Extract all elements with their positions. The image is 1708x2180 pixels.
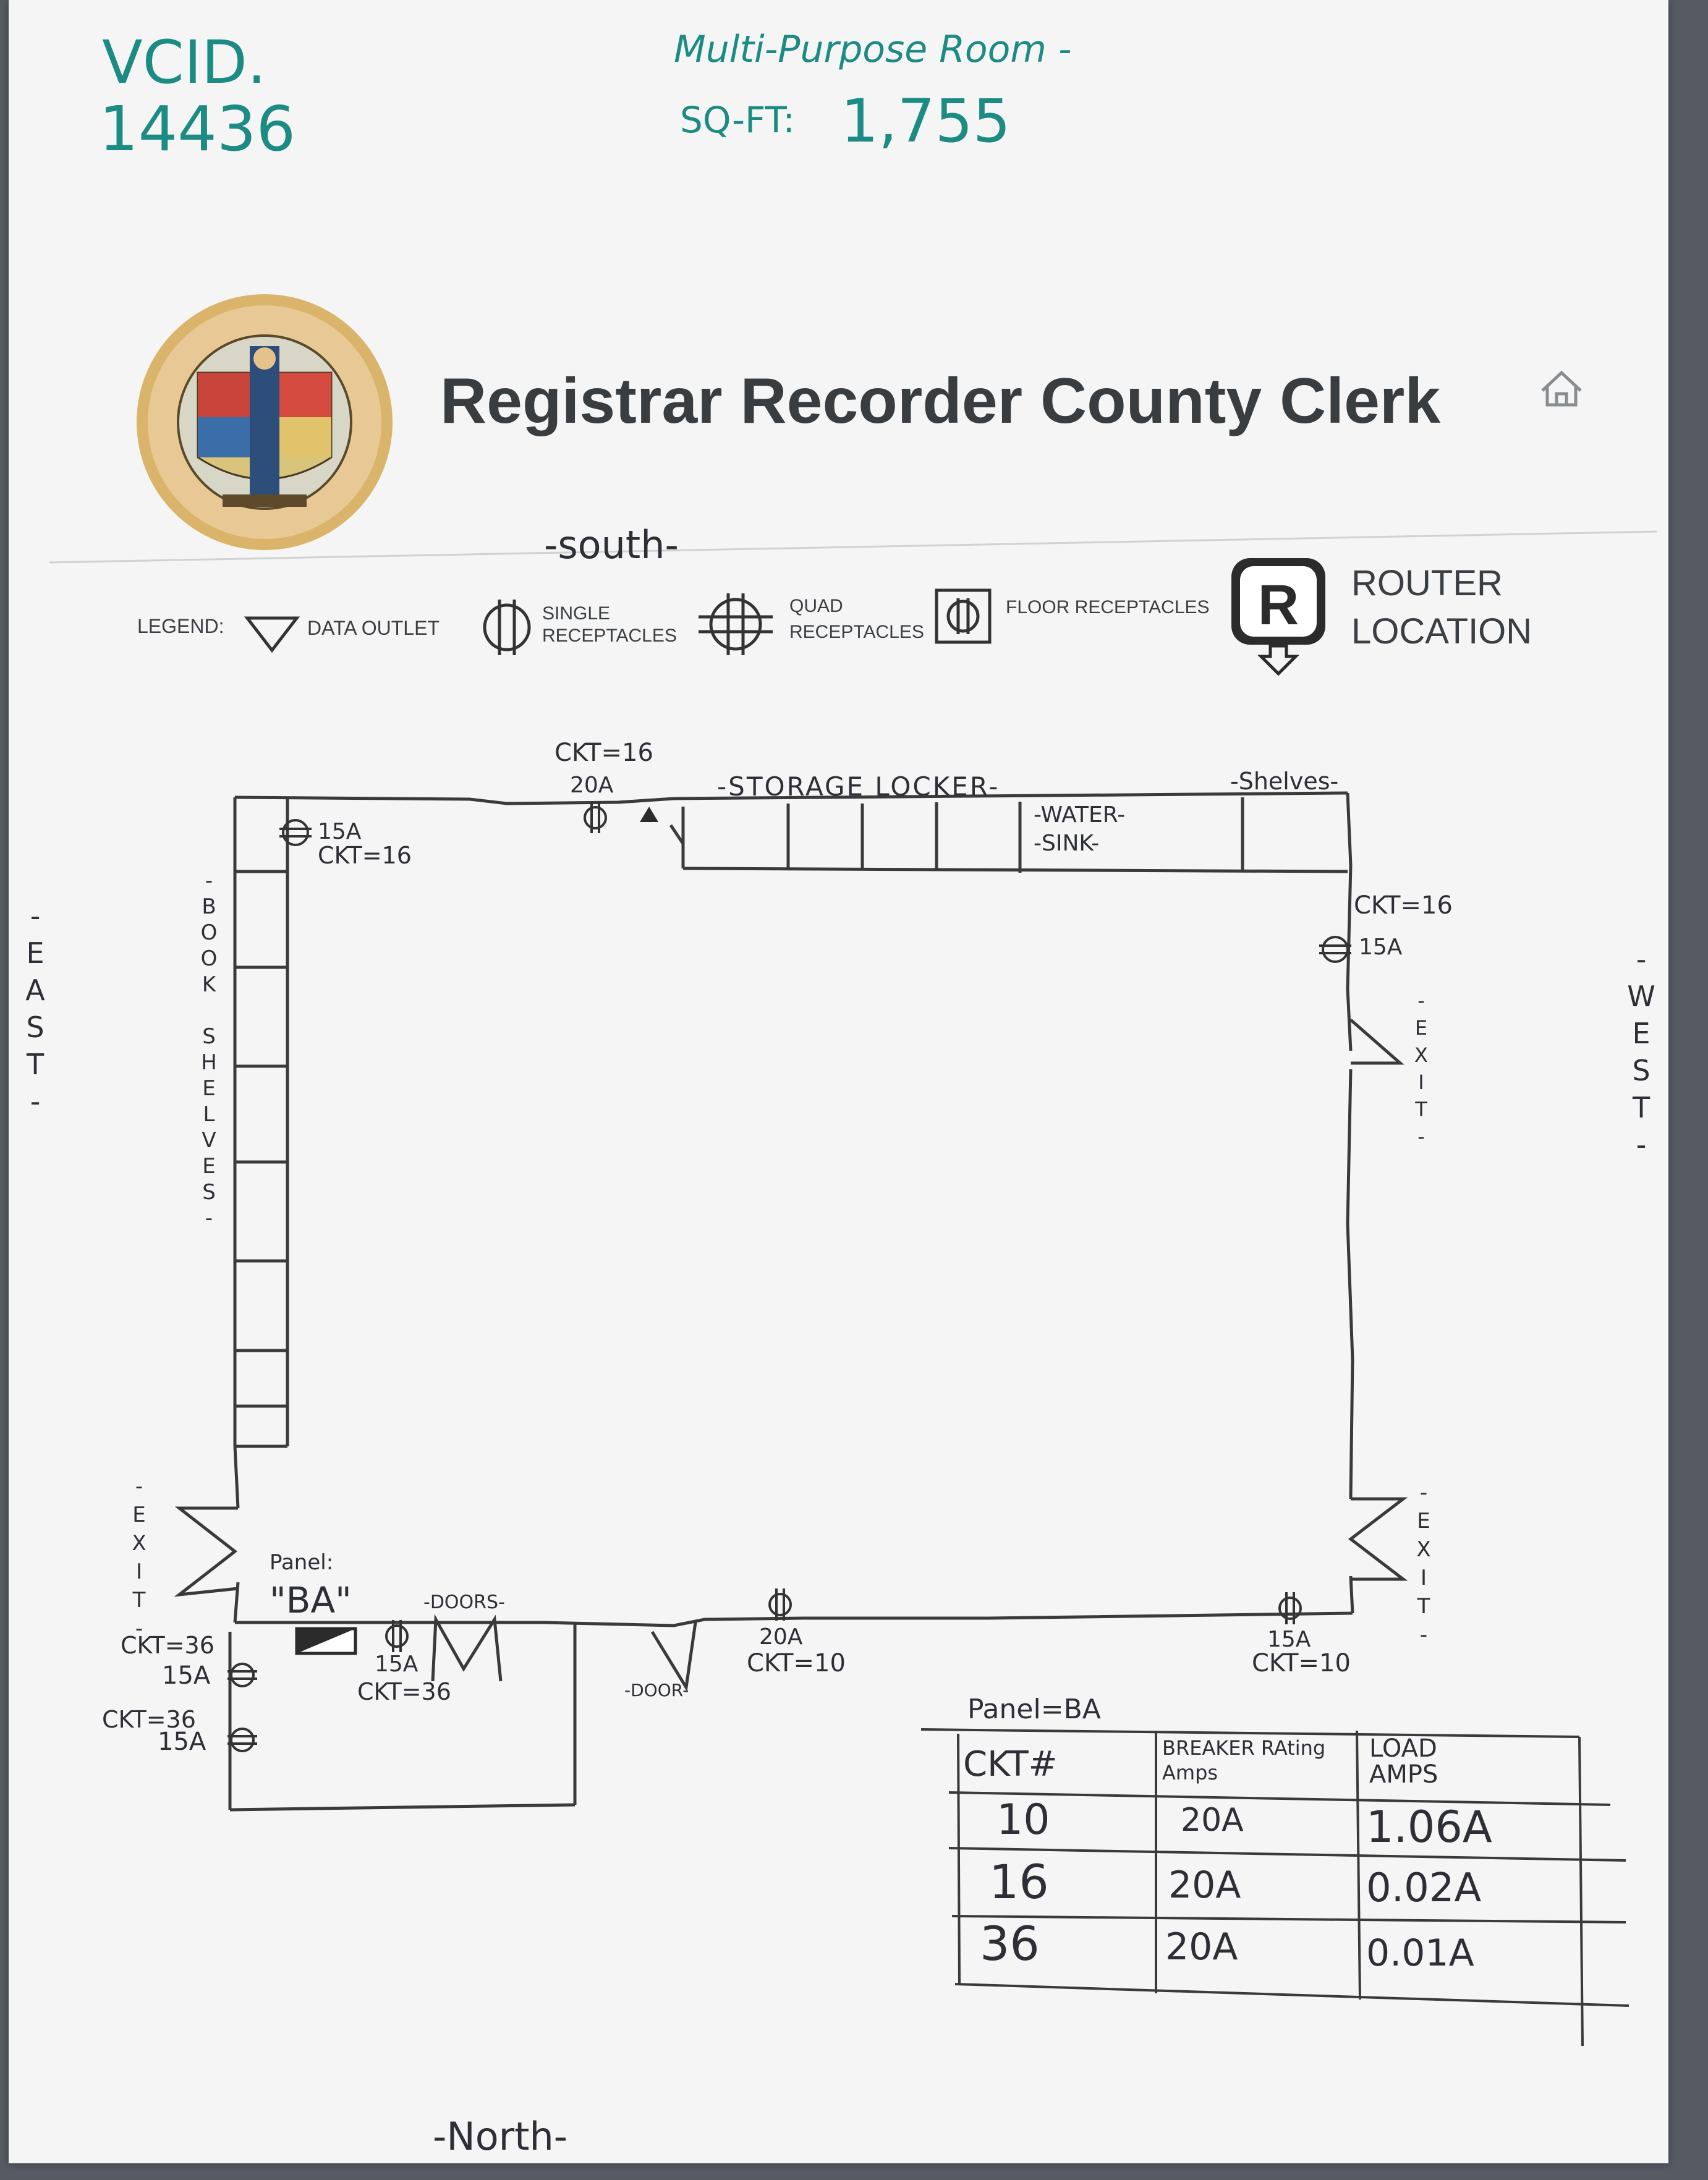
direction-north: -North-	[433, 2114, 568, 2159]
panel-table-header-ckt: CKT#	[963, 1744, 1058, 1784]
single-receptacle-north-west	[1278, 1592, 1302, 1624]
floor-plan-walls	[228, 791, 1354, 1812]
amps-north-mid: 20A	[759, 1624, 803, 1650]
legend-label: LEGEND:	[137, 615, 224, 637]
book-shelves-label: -BOOK SHELVES-	[197, 868, 221, 1232]
page-title: Registrar Recorder County Clerk	[440, 365, 1441, 437]
legend-data-outlet-label: DATA OUTLET	[307, 617, 440, 639]
ckt-ne-2: CKT=36	[102, 1706, 196, 1733]
data-outlet-legend-icon	[244, 616, 300, 653]
quad-receptacle-legend-icon	[699, 593, 773, 655]
svg-text:R: R	[1258, 574, 1299, 637]
single-receptacle-panel-near	[385, 1620, 409, 1652]
amps-north-west: 15A	[1267, 1627, 1311, 1652]
direction-south: -south-	[544, 522, 679, 567]
router-legend-icon: R	[1231, 558, 1325, 676]
amps-south-top: 20A	[570, 773, 614, 798]
door-label: -DOOR-	[624, 1680, 689, 1700]
exit-door-west-upper	[1349, 1019, 1404, 1065]
legend-single-receptacle-label: SINGLE RECEPTACLES	[542, 603, 677, 646]
home-icon	[1541, 370, 1582, 407]
double-doors	[431, 1614, 503, 1682]
panel-table-title: Panel=BA	[967, 1694, 1101, 1725]
table-cell: 20A	[1165, 1925, 1238, 1969]
doors-label: -DOORS-	[423, 1592, 505, 1613]
panel-ba-box	[295, 1627, 357, 1655]
exit-door-east-lower	[174, 1506, 239, 1597]
direction-west: -WEST-	[1625, 943, 1658, 1165]
exit-east-label: -EXIT-	[127, 1474, 151, 1645]
table-cell: 0.01A	[1366, 1932, 1474, 1975]
ckt-north-west: CKT=10	[1252, 1649, 1351, 1677]
panel-table-header-load: LOAD AMPS	[1369, 1734, 1438, 1789]
exit-west-upper-label: -EXIT-	[1409, 989, 1433, 1152]
county-seal-logo	[137, 294, 393, 550]
amps-se-corner: 15A	[318, 819, 362, 844]
single-receptacle-legend-icon	[483, 600, 531, 655]
vcid-value: 14436	[99, 93, 296, 165]
room-name: Multi-Purpose Room -	[674, 28, 1072, 71]
legend-floor-receptacle-label: FLOOR RECEPTACLES	[1006, 597, 1210, 617]
exit-door-west-lower	[1348, 1497, 1408, 1581]
panel-table-grid	[920, 1728, 1629, 2046]
panel-name-label: "BA"	[270, 1579, 352, 1621]
ckt-west-upper: CKT=16	[1354, 891, 1453, 920]
vcid-label: VCID.	[102, 28, 266, 97]
single-receptacle-south-top	[584, 802, 607, 833]
quad-receptacle-ne-2	[227, 1728, 257, 1752]
ckt-north-mid: CKT=10	[747, 1649, 846, 1677]
ckt-se-corner: CKT=16	[318, 842, 412, 869]
ckt-ne-1: CKT=36	[121, 1632, 215, 1659]
panel-label: Panel:	[270, 1550, 334, 1575]
panel-table-header-breaker: BREAKER RAting Amps	[1162, 1736, 1326, 1784]
data-outlet-south-top	[640, 807, 658, 822]
ckt-panel-near: CKT=36	[357, 1678, 451, 1705]
sqft-label: SQ-FT:	[680, 99, 795, 141]
quad-receptacle-se-corner	[279, 819, 312, 846]
table-cell: 16	[989, 1854, 1049, 1909]
exit-west-lower-label: -EXIT-	[1411, 1480, 1436, 1651]
legend-quad-receptacle-label: QUAD RECEPTACLES	[789, 596, 924, 642]
quad-receptacle-ne-1	[227, 1663, 257, 1687]
floor-receptacle-legend-icon	[935, 588, 992, 644]
direction-east: -EAST-	[19, 899, 52, 1122]
single-receptacle-north-mid	[768, 1588, 792, 1621]
amps-west-upper: 15A	[1359, 935, 1403, 960]
single-door	[650, 1622, 697, 1692]
table-cell: 20A	[1168, 1864, 1241, 1907]
table-cell: 20A	[1181, 1802, 1244, 1839]
amps-ne-1: 15A	[162, 1661, 211, 1690]
amps-ne-2: 15A	[158, 1728, 206, 1756]
ckt-south-top: CKT=16	[554, 739, 653, 767]
table-cell: 0.02A	[1366, 1865, 1482, 1911]
sqft-value: 1,755	[841, 87, 1011, 156]
water-sink-label: -WATER- -SINK-	[1034, 802, 1126, 856]
quad-receptacle-west-upper	[1319, 936, 1351, 963]
header-divider	[49, 530, 1657, 564]
table-cell: 10	[996, 1796, 1050, 1844]
amps-panel-near: 15A	[375, 1652, 419, 1677]
legend-router-label: ROUTER LOCATION	[1351, 563, 1532, 651]
table-cell: 36	[980, 1916, 1040, 1971]
storage-locker-label: -STORAGE LOCKER-	[717, 771, 1000, 802]
shelves-label: -Shelves-	[1230, 768, 1339, 795]
table-cell: 1.06A	[1366, 1802, 1492, 1852]
